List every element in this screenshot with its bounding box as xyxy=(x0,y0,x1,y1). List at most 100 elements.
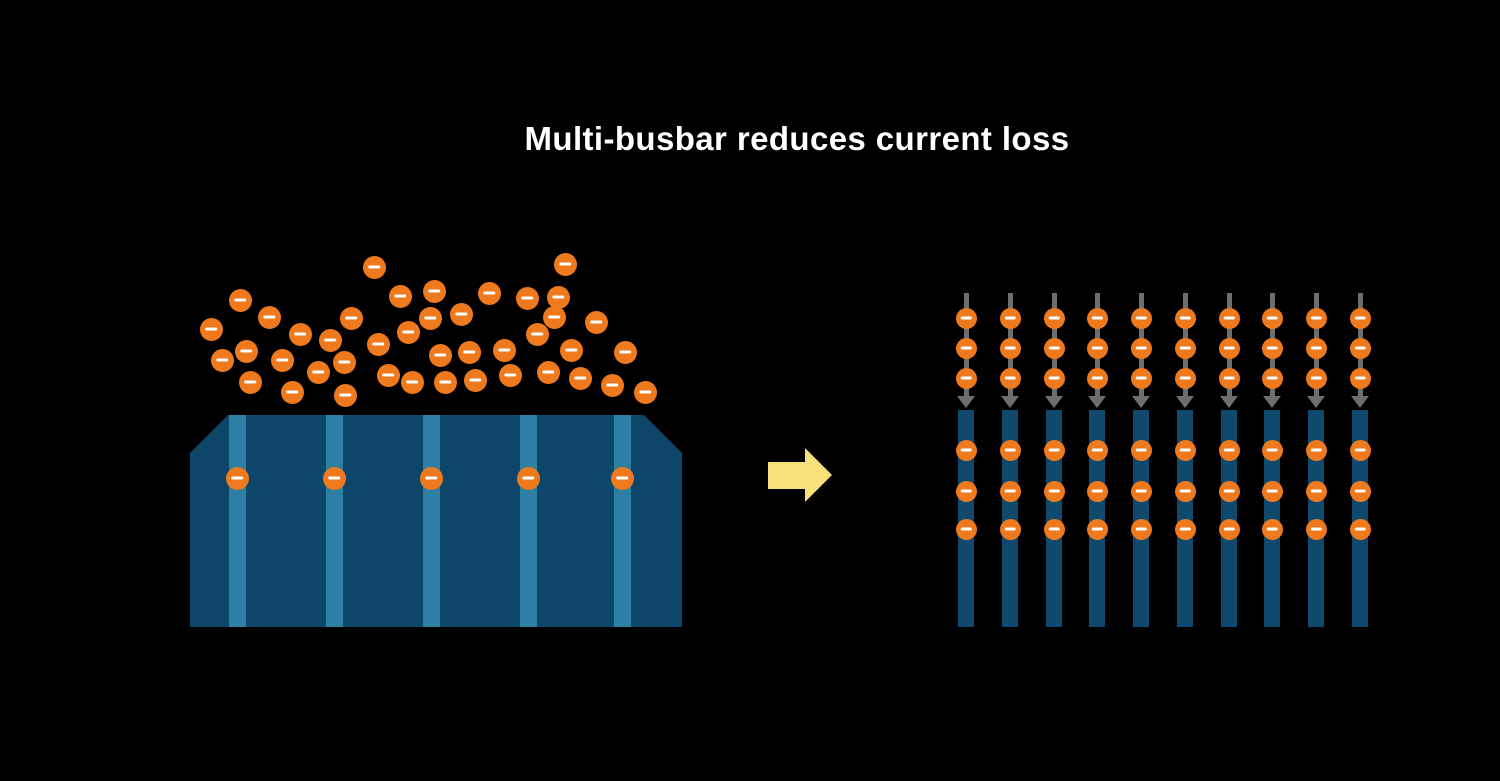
electron-icon xyxy=(568,366,592,390)
electron-icon xyxy=(199,317,223,341)
electron-icon xyxy=(225,466,249,490)
electron-icon xyxy=(1086,480,1108,502)
minus-sign xyxy=(339,393,351,397)
minus-sign xyxy=(1310,316,1322,320)
minus-sign xyxy=(498,348,510,352)
minus-sign xyxy=(244,380,256,384)
electron-icon xyxy=(1349,518,1371,540)
minus-sign xyxy=(1091,448,1103,452)
electron-icon xyxy=(1174,439,1196,461)
minus-sign xyxy=(402,330,414,334)
electron-icon xyxy=(228,288,252,312)
electron-icon xyxy=(418,306,442,330)
electron-icon xyxy=(1043,307,1065,329)
minus-sign xyxy=(1179,448,1191,452)
minus-sign xyxy=(960,527,972,531)
minus-sign xyxy=(1048,346,1060,350)
minus-sign xyxy=(372,342,384,346)
electron-icon xyxy=(1305,480,1327,502)
minus-sign xyxy=(345,316,357,320)
electron-icon xyxy=(516,466,540,490)
minus-sign xyxy=(1004,346,1016,350)
electron-icon xyxy=(1043,337,1065,359)
busbar-stripe xyxy=(229,415,246,627)
electron-icon xyxy=(610,466,634,490)
minus-sign xyxy=(328,476,340,480)
electron-icon xyxy=(1174,337,1196,359)
electron-icon xyxy=(1174,518,1196,540)
electron-icon xyxy=(515,286,539,310)
down-arrow-head-icon xyxy=(1176,396,1194,408)
electron-icon xyxy=(1043,367,1065,389)
minus-sign xyxy=(382,373,394,377)
minus-sign xyxy=(1179,489,1191,493)
minus-sign xyxy=(1310,489,1322,493)
down-arrow-head-icon xyxy=(1088,396,1106,408)
minus-sign xyxy=(1354,527,1366,531)
minus-sign xyxy=(1091,346,1103,350)
minus-sign xyxy=(531,332,543,336)
minus-sign xyxy=(1223,376,1235,380)
minus-sign xyxy=(240,349,252,353)
minus-sign xyxy=(434,353,446,357)
minus-sign xyxy=(424,316,436,320)
minus-sign xyxy=(1354,489,1366,493)
electron-icon xyxy=(1174,307,1196,329)
minus-sign xyxy=(1179,346,1191,350)
electron-icon xyxy=(362,255,386,279)
minus-sign xyxy=(1354,376,1366,380)
minus-sign xyxy=(1266,448,1278,452)
minus-sign xyxy=(1135,527,1147,531)
electron-icon xyxy=(999,307,1021,329)
electron-icon xyxy=(1305,307,1327,329)
electron-icon xyxy=(1349,480,1371,502)
minus-sign xyxy=(1091,316,1103,320)
electron-icon xyxy=(955,337,977,359)
minus-sign xyxy=(1266,489,1278,493)
electron-icon xyxy=(1218,518,1240,540)
electron-icon xyxy=(210,348,234,372)
minus-sign xyxy=(1004,489,1016,493)
minus-sign xyxy=(425,476,437,480)
minus-sign xyxy=(463,350,475,354)
minus-sign xyxy=(286,390,298,394)
minus-sign xyxy=(1048,527,1060,531)
minus-sign xyxy=(1135,376,1147,380)
minus-sign xyxy=(1310,448,1322,452)
minus-sign xyxy=(394,294,406,298)
down-arrow-head-icon xyxy=(1220,396,1238,408)
transition-arrow-shape xyxy=(768,448,832,502)
electron-icon xyxy=(1349,439,1371,461)
minus-sign xyxy=(1004,316,1016,320)
electron-icon xyxy=(1086,518,1108,540)
electron-icon xyxy=(1130,337,1152,359)
electron-icon xyxy=(553,252,577,276)
minus-sign xyxy=(1266,527,1278,531)
minus-sign xyxy=(1048,448,1060,452)
down-arrow-head-icon xyxy=(1263,396,1281,408)
electron-icon xyxy=(584,310,608,334)
minus-sign xyxy=(1004,448,1016,452)
electron-icon xyxy=(1261,337,1283,359)
electron-icon xyxy=(1261,367,1283,389)
infographic-title: Multi-busbar reduces current loss xyxy=(524,120,1070,157)
electron-icon xyxy=(339,306,363,330)
minus-sign xyxy=(522,476,534,480)
electron-icon xyxy=(955,480,977,502)
electron-icon xyxy=(376,363,400,387)
minus-sign xyxy=(960,346,972,350)
standard-solar-cell xyxy=(190,415,682,627)
minus-sign xyxy=(1135,346,1147,350)
electron-icon xyxy=(1305,367,1327,389)
minus-sign xyxy=(428,289,440,293)
minus-sign xyxy=(1048,316,1060,320)
minus-sign xyxy=(590,320,602,324)
minus-sign xyxy=(1223,316,1235,320)
electron-icon xyxy=(600,373,624,397)
minus-sign xyxy=(205,327,217,331)
electron-icon xyxy=(1174,480,1196,502)
electron-icon xyxy=(1349,367,1371,389)
electron-icon xyxy=(542,305,566,329)
electron-icon xyxy=(536,360,560,384)
